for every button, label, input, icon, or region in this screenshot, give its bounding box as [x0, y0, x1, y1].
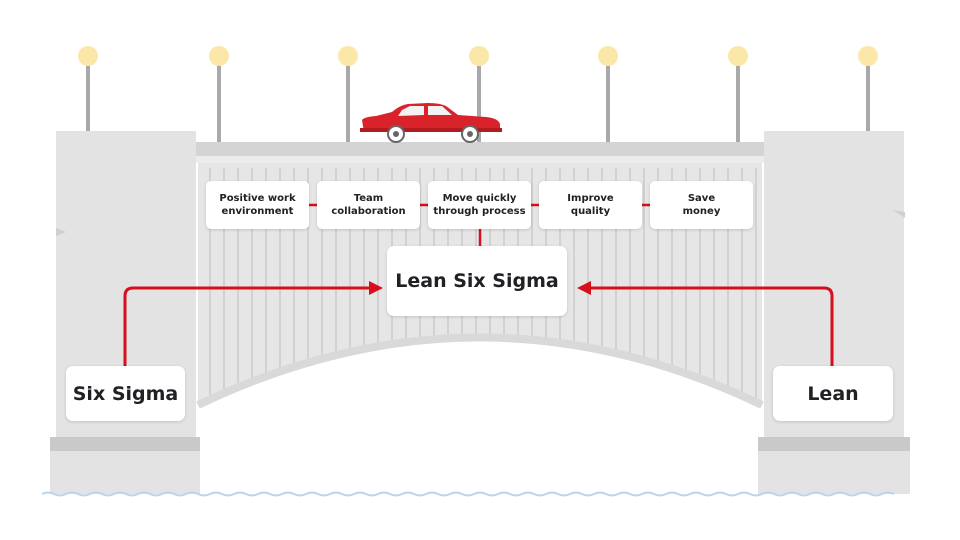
lamp-post — [598, 46, 618, 144]
benefit-improve-quality: Improve quality — [539, 181, 642, 229]
lamp-post — [338, 46, 358, 144]
right-pillar — [758, 131, 910, 494]
lamp-post — [728, 46, 748, 144]
lean-six-sigma-label: Lean Six Sigma — [387, 246, 567, 316]
arrow-six-sigma-to-lss — [123, 281, 383, 366]
bridge-arch — [198, 337, 762, 500]
arrow-lean-to-lss — [577, 281, 834, 366]
lean-label: Lean — [773, 366, 893, 421]
six-sigma-label: Six Sigma — [66, 366, 185, 421]
lamp-post — [858, 46, 878, 132]
benefit-move-quickly: Move quickly through process — [428, 181, 531, 229]
benefit-connectors — [309, 203, 650, 246]
lamp-posts — [78, 46, 878, 144]
benefit-save-money: Save money — [650, 181, 753, 229]
water-line — [41, 491, 895, 497]
lamp-post — [469, 46, 489, 144]
benefit-team-collaboration: Team collaboration — [317, 181, 420, 229]
lamp-post — [78, 46, 98, 132]
car-icon — [360, 103, 502, 143]
lamp-post — [209, 46, 229, 144]
benefit-positive-work-environment: Positive work environment — [206, 181, 309, 229]
